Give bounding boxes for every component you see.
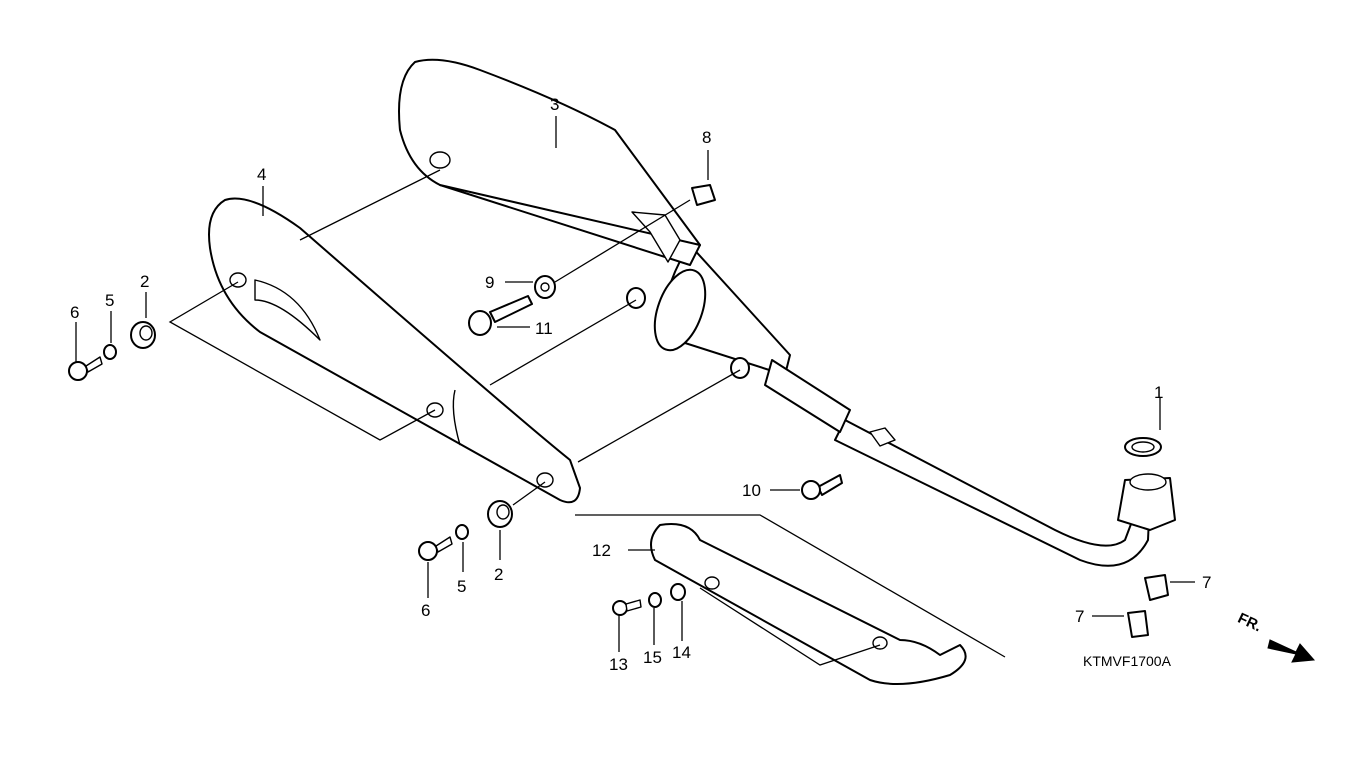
bolt-11 — [489, 295, 533, 323]
screw-6-left — [68, 361, 88, 381]
diagram-code: KTMVF1700A — [1083, 653, 1172, 669]
lower-protector — [650, 523, 967, 685]
callout-2-left: 2 — [140, 272, 149, 291]
screw-6-right — [418, 541, 438, 561]
collar-5-left — [103, 344, 117, 360]
nut-7-upper — [1144, 574, 1169, 601]
fasteners — [68, 184, 1176, 638]
callout-3: 3 — [550, 95, 559, 114]
callout-5-right: 5 — [457, 577, 466, 596]
callout-8: 8 — [702, 128, 711, 147]
leader-lines — [75, 116, 1195, 666]
bolt-10 — [817, 474, 843, 496]
callout-7-left: 7 — [1075, 607, 1084, 626]
callout-1: 1 — [1154, 383, 1163, 402]
callout-13: 13 — [609, 655, 628, 674]
nut-8 — [691, 184, 716, 206]
callout-9: 9 — [485, 273, 494, 292]
exhaust-pipe — [439, 169, 1151, 567]
callouts: 1 2 2 3 4 5 5 6 6 7 7 8 9 10 11 12 13 15… — [70, 95, 1211, 674]
muffler-protector-side — [208, 197, 581, 504]
washer-15 — [648, 592, 662, 608]
muffler-protector-upper — [398, 58, 701, 263]
front-direction-indicator: FR. — [1235, 610, 1316, 663]
callout-6-right: 6 — [421, 601, 430, 620]
washer-14 — [670, 583, 686, 601]
callout-14: 14 — [672, 643, 691, 662]
callout-11: 11 — [535, 319, 553, 338]
callout-2-right: 2 — [494, 565, 503, 584]
callout-12: 12 — [592, 541, 611, 560]
nut-7-lower — [1127, 610, 1149, 638]
callout-6-left: 6 — [70, 303, 79, 322]
callout-7-right: 7 — [1202, 573, 1211, 592]
callout-5-left: 5 — [105, 291, 114, 310]
front-label: FR. — [1235, 610, 1264, 636]
screw-13 — [612, 600, 628, 616]
callout-10: 10 — [742, 481, 761, 500]
arrow-right-icon — [1267, 639, 1316, 663]
collar-5-right — [455, 524, 469, 540]
callout-15: 15 — [643, 648, 662, 667]
callout-4: 4 — [257, 165, 266, 184]
